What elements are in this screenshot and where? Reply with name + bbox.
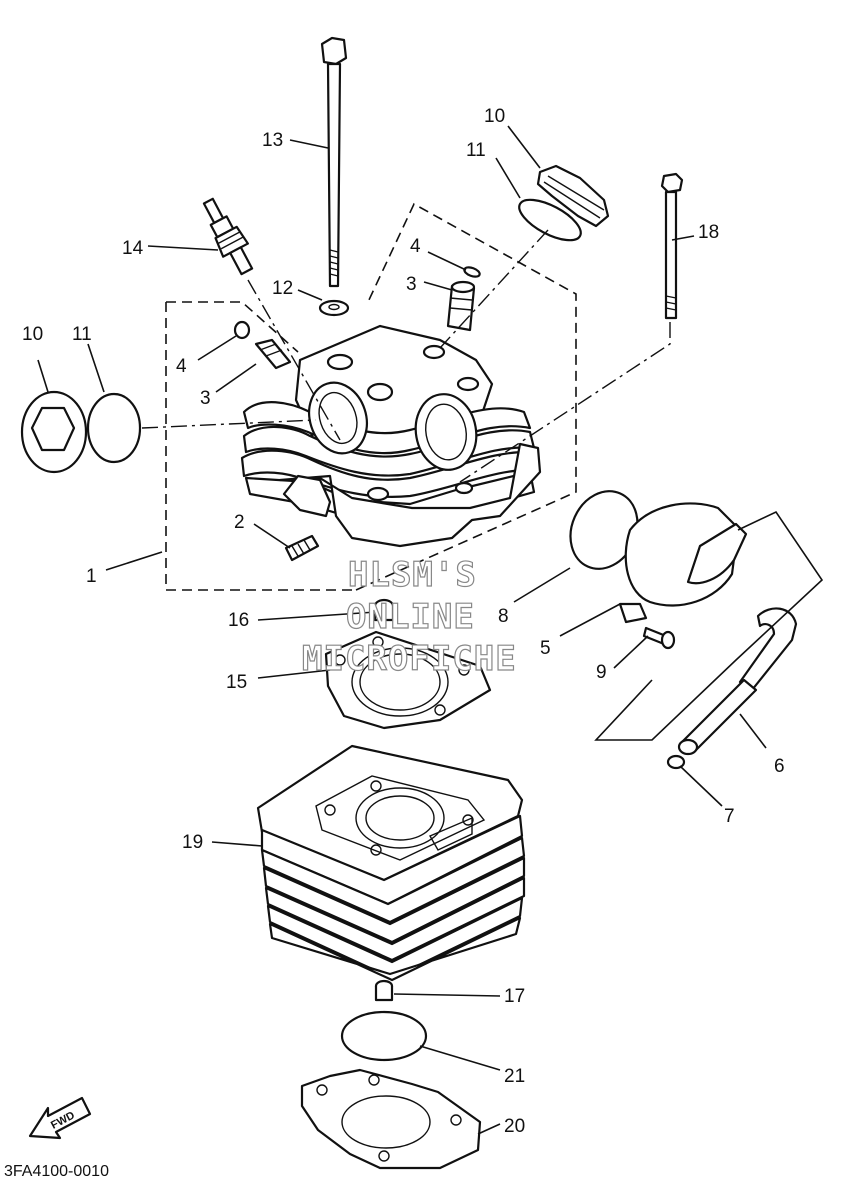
label-2: 2 [234, 512, 245, 533]
part-6-hose[interactable] [677, 607, 798, 756]
label-4-right: 4 [410, 236, 421, 257]
part-16-dowel[interactable] [373, 598, 395, 622]
part-10-cap-left[interactable] [20, 390, 88, 474]
part-11-oring-top[interactable] [513, 192, 586, 249]
label-21: 21 [504, 1066, 525, 1087]
alignment-line-plug [247, 279, 341, 441]
label-20: 20 [504, 1116, 525, 1137]
alignment-line-bolt-right [459, 322, 671, 483]
part-15-head-gasket[interactable] [324, 630, 492, 730]
alignment-line-cap-left [141, 419, 317, 429]
part-4-clip-right[interactable] [463, 266, 481, 279]
part-11-oring-left[interactable] [86, 392, 142, 464]
part-17-dowel[interactable] [374, 979, 394, 1002]
label-18: 18 [698, 222, 719, 243]
label-10-left: 10 [22, 324, 43, 345]
label-3-right: 3 [406, 274, 417, 295]
hose-assembly-boundary [594, 510, 824, 741]
part-labels: 13 10 11 14 12 4 3 18 10 11 4 3 2 1 16 8… [22, 106, 785, 1137]
watermark-line-3: MICROFICHE [302, 639, 517, 679]
part-1-assembly-boundary [165, 202, 577, 591]
part-13-bolt[interactable] [320, 36, 348, 288]
part-3-dowel-right[interactable] [446, 280, 476, 332]
label-9: 9 [596, 662, 607, 683]
diagram-code: 3FA4100-0010 [4, 1163, 109, 1180]
part-10-cap-top[interactable] [536, 164, 610, 228]
part-4-clip-left[interactable] [233, 320, 251, 340]
label-15: 15 [226, 672, 247, 693]
part-9-bolt[interactable] [642, 626, 676, 650]
label-11-left: 11 [72, 324, 92, 345]
part-7-clip[interactable] [666, 754, 686, 770]
part-1-cylinder-head[interactable] [240, 324, 542, 548]
leader-lines [37, 125, 767, 1135]
watermark-line-2: ONLINE [346, 597, 475, 637]
part-3-dowel-left[interactable] [254, 338, 292, 370]
label-17: 17 [504, 986, 525, 1007]
watermark: HLSM'S ONLINE MICROFICHE [301, 554, 517, 679]
label-1: 1 [86, 566, 97, 587]
label-5: 5 [540, 638, 551, 659]
label-10-top: 10 [484, 106, 505, 127]
part-19-cylinder[interactable] [256, 744, 526, 982]
part-2-stud[interactable] [284, 534, 320, 562]
alignment-line-cap-top [439, 229, 549, 349]
label-3-left: 3 [200, 388, 211, 409]
label-11-top: 11 [466, 140, 486, 161]
part-12-washer[interactable] [318, 299, 350, 317]
label-4-left: 4 [176, 356, 187, 377]
label-14: 14 [122, 238, 144, 259]
part-20-base-gasket[interactable] [300, 1068, 482, 1170]
part-21-oring[interactable] [340, 1010, 428, 1062]
label-6: 6 [774, 756, 785, 777]
fwd-arrow-icon: FWD [28, 1096, 92, 1140]
label-12: 12 [272, 278, 293, 299]
label-7: 7 [724, 806, 735, 827]
part-5-cover[interactable] [618, 502, 748, 624]
label-8: 8 [498, 606, 509, 627]
watermark-line-1: HLSM'S [348, 555, 477, 595]
label-16: 16 [228, 610, 249, 631]
part-14-spark-plug[interactable] [197, 194, 259, 278]
part-18-bolt[interactable] [660, 172, 684, 320]
label-19: 19 [182, 832, 203, 853]
label-13: 13 [262, 130, 283, 151]
